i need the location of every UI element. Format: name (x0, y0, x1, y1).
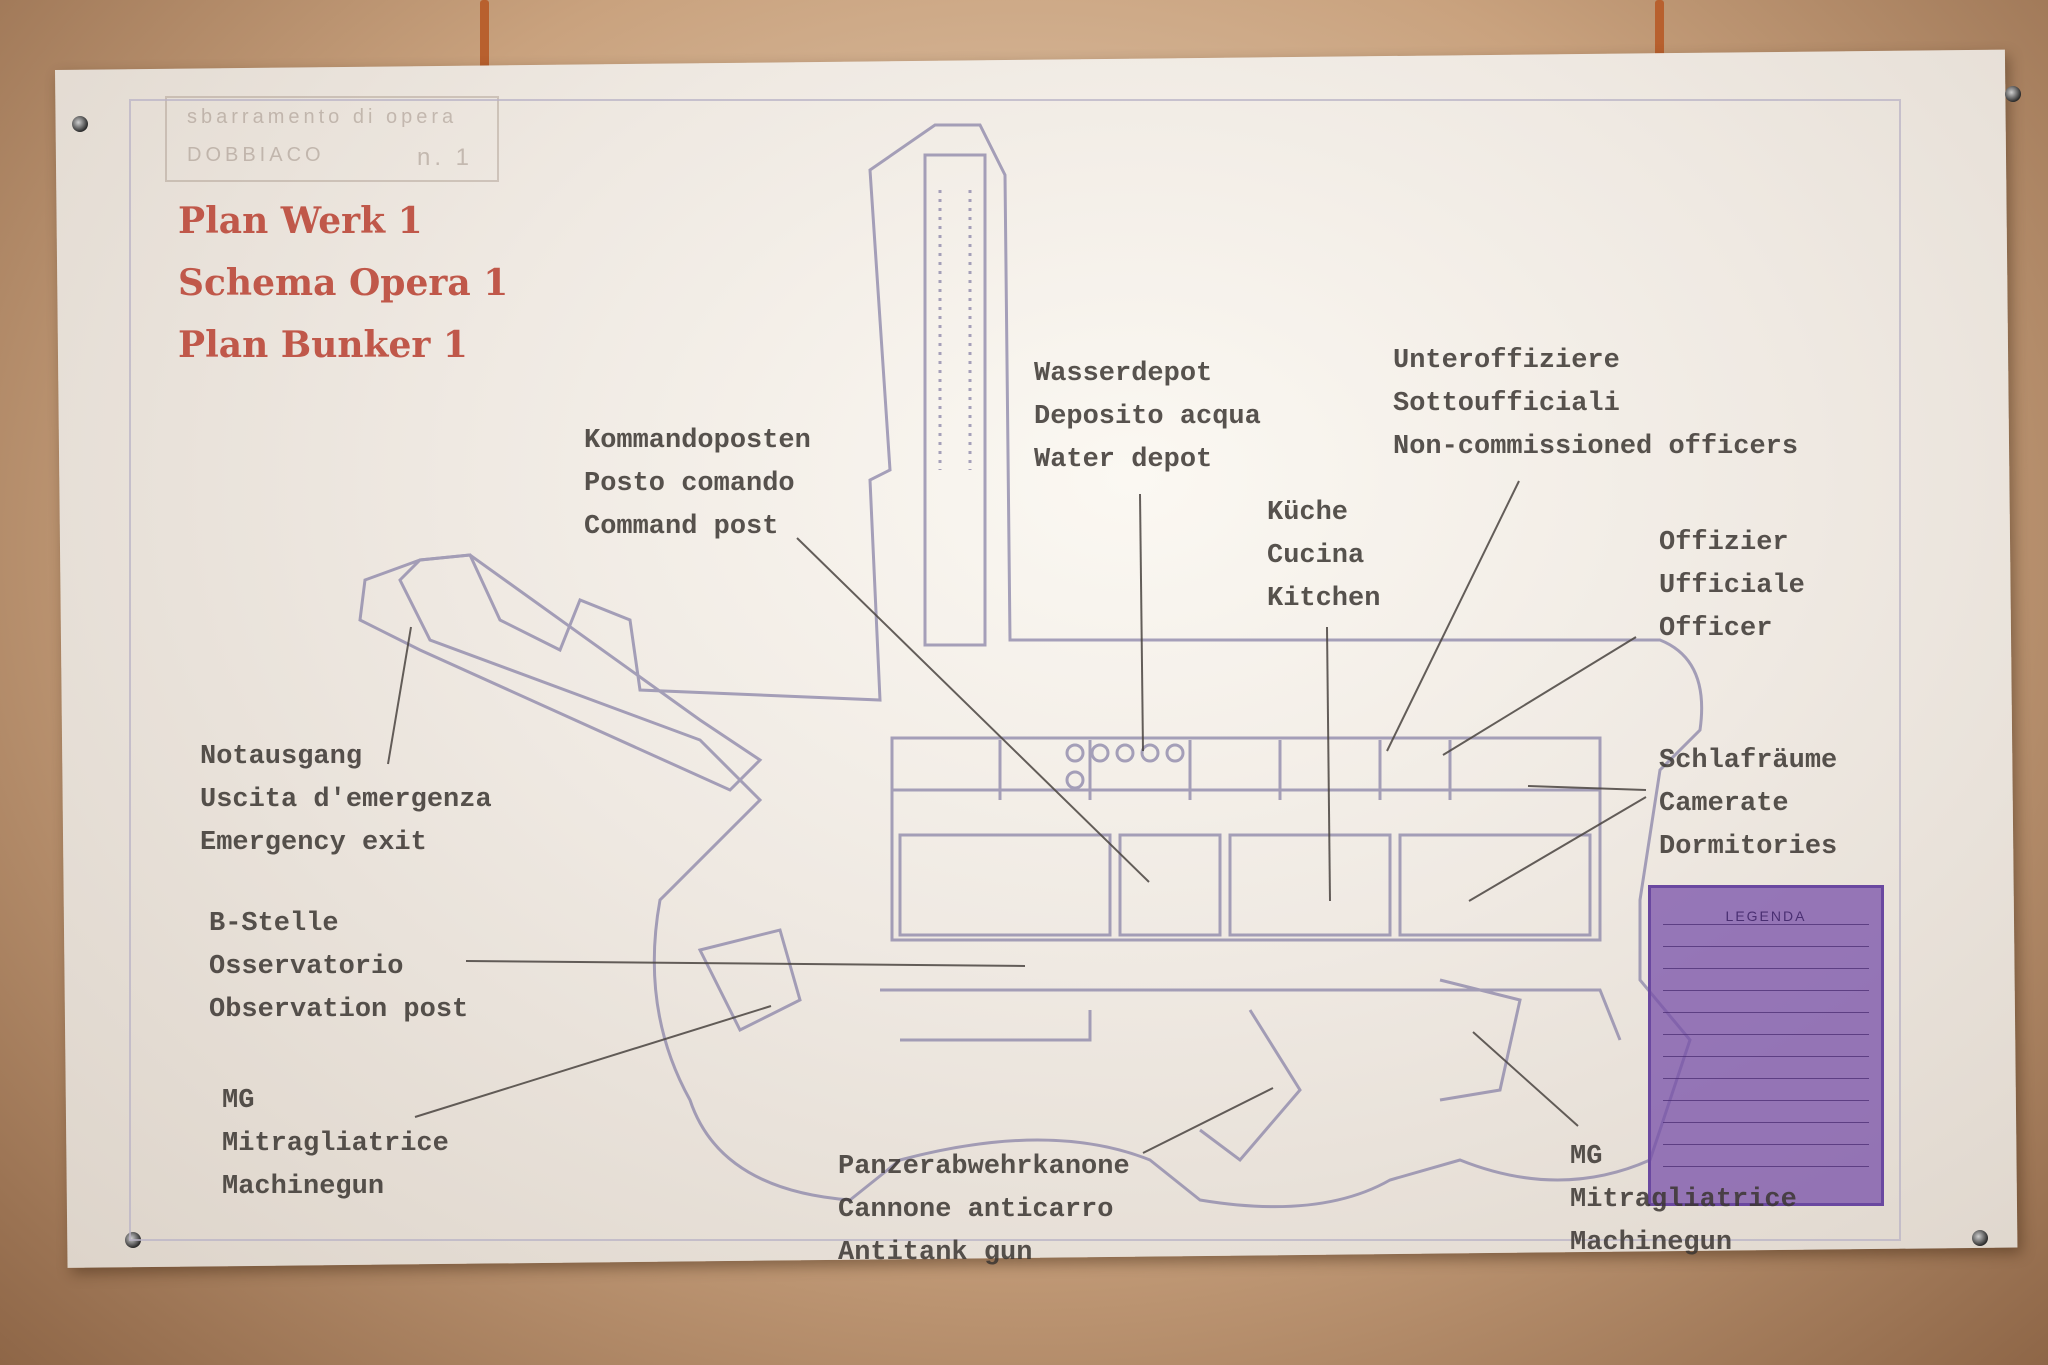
label-it: Cannone anticarro (838, 1195, 1114, 1225)
label-it: Sottoufficiali (1393, 389, 1620, 419)
label-it: Posto comando (584, 469, 795, 499)
label-en: Dormitories (1659, 832, 1838, 862)
label-de: Unteroffiziere (1393, 346, 1620, 376)
leader-line (1472, 1031, 1579, 1127)
leader-line (1326, 626, 1331, 902)
leader-line (1386, 480, 1520, 752)
label-kitchen: Küche Cucina Kitchen (1267, 492, 1380, 621)
label-dormitories: Schlafräume Camerate Dormitories (1659, 740, 1837, 869)
label-emergency-exit: Notausgang Uscita d'emergenza Emergency … (200, 736, 492, 865)
leader-line (414, 1005, 772, 1118)
label-it: Uscita d'emergenza (200, 785, 492, 815)
label-officer: Offizier Ufficiale Officer (1659, 522, 1805, 651)
label-en: Non-commissioned officers (1393, 432, 1799, 462)
label-water-depot: Wasserdepot Deposito acqua Water depot (1034, 353, 1261, 482)
leader-line (1527, 785, 1647, 791)
label-mg-right: MG Mitragliatrice Machinegun (1570, 1136, 1797, 1265)
label-en: Officer (1659, 614, 1773, 644)
label-de: MG (1570, 1142, 1603, 1172)
label-en: Kitchen (1267, 584, 1381, 614)
title-block-stamp: sbarramento di opera DOBBIACO n. 1 (165, 96, 499, 182)
label-de: Schlafräume (1659, 746, 1838, 776)
leader-line (796, 537, 1150, 883)
label-en: Antitank gun (838, 1238, 1033, 1268)
leader-line (1139, 493, 1144, 752)
label-de: MG (222, 1086, 255, 1116)
leader-line (1142, 1087, 1274, 1154)
plan-title: Plan Werk 1 Schema Opera 1 Plan Bunker 1 (178, 190, 508, 376)
label-it: Osservatorio (209, 952, 404, 982)
cable (1655, 0, 1664, 70)
label-mg-left: MG Mitragliatrice Machinegun (222, 1080, 449, 1209)
label-it: Cucina (1267, 541, 1365, 571)
screw (1972, 1230, 1988, 1246)
screw (2005, 86, 2021, 102)
legend-title: LEGENDA (1725, 908, 1807, 924)
label-it: Deposito acqua (1034, 402, 1261, 432)
label-de: Notausgang (200, 742, 363, 772)
leader-line (387, 626, 412, 765)
label-de: Küche (1267, 498, 1349, 528)
label-en: Machinegun (1570, 1228, 1733, 1258)
title-de: Plan Werk 1 (178, 200, 423, 242)
label-de: Panzerabwehrkanone (838, 1152, 1130, 1182)
label-de: Wasserdepot (1034, 359, 1213, 389)
label-it: Mitragliatrice (1570, 1185, 1797, 1215)
label-de: Offizier (1659, 528, 1789, 558)
label-en: Observation post (209, 995, 469, 1025)
label-en: Water depot (1034, 445, 1213, 475)
stamp-line: DOBBIACO (187, 144, 325, 166)
label-en: Command post (584, 512, 779, 542)
label-it: Camerate (1659, 789, 1789, 819)
label-it: Mitragliatrice (222, 1129, 449, 1159)
leader-line (1442, 636, 1637, 756)
label-nco: Unteroffiziere Sottoufficiali Non-commis… (1393, 340, 1798, 469)
stamp-number: n. 1 (417, 144, 474, 171)
leader-line (1468, 796, 1647, 902)
title-it: Schema Opera 1 (178, 262, 509, 304)
leader-line (465, 960, 1026, 967)
label-en: Emergency exit (200, 828, 427, 858)
screw (72, 116, 88, 132)
label-antitank-gun: Panzerabwehrkanone Cannone anticarro Ant… (838, 1146, 1130, 1275)
label-observation-post: B-Stelle Osservatorio Observation post (209, 903, 468, 1032)
label-en: Machinegun (222, 1172, 385, 1202)
label-command-post: Kommandoposten Posto comando Command pos… (584, 420, 811, 549)
legend-box: LEGENDA (1648, 885, 1884, 1206)
cable (480, 0, 489, 70)
label-it: Ufficiale (1659, 571, 1805, 601)
stamp-line: sbarramento di opera (187, 106, 458, 128)
label-de: B-Stelle (209, 909, 339, 939)
title-en: Plan Bunker 1 (178, 324, 468, 366)
label-de: Kommandoposten (584, 426, 811, 456)
